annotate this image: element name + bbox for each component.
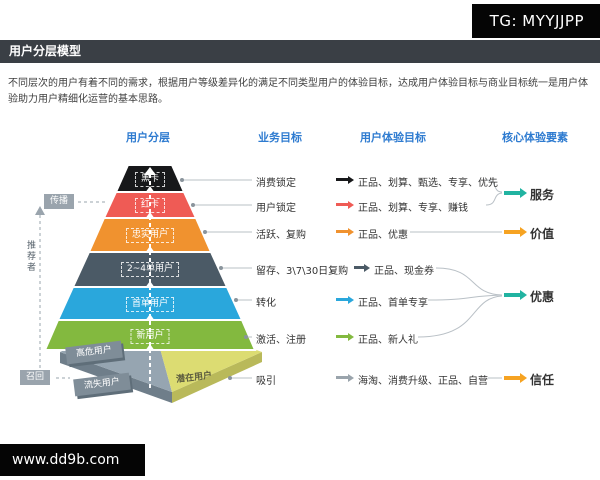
core-arrow-icon [504, 376, 520, 380]
side-label-recall: 召回 [20, 370, 51, 385]
intro-paragraph: 不同层次的用户有着不同的需求，根据用户等级差异化的满足不同类型用户的体验目标，达… [8, 78, 588, 105]
flow-arrow-icon [354, 266, 364, 269]
business-goal: 激活、注册 [256, 335, 306, 346]
flow-row-active-repurchase: 活跃、复购 正品、优惠 [0, 226, 600, 241]
business-goal: 活跃、复购 [256, 230, 306, 241]
ux-goal: 海淘、消费升级、正品、自营 [358, 376, 488, 387]
column-header-core: 核心体验要素 [502, 131, 568, 144]
ux-goal: 正品、首单专享 [358, 298, 428, 309]
flow-arrow-icon [336, 376, 348, 379]
business-goal: 吸引 [256, 376, 276, 387]
core-label: 信任 [530, 373, 555, 387]
business-goal: 用户锁定 [256, 203, 296, 214]
layer-connectors [182, 179, 252, 379]
flow-row-lock-user: 用户锁定 正品、划算、专享、赚钱 [0, 199, 600, 214]
flow-arrow-icon [336, 298, 348, 301]
connector-dots [180, 178, 248, 380]
base-right-edge [172, 352, 262, 403]
core-arrow-icon [504, 191, 520, 195]
layer-label-first-order: 首单用户 [125, 297, 175, 312]
page-title: 用户分层模型 [9, 44, 82, 58]
ux-goal: 正品、新人礼 [358, 335, 418, 346]
core-label: 服务 [530, 188, 555, 202]
pyramid-layer-black-card [114, 164, 186, 193]
core-arrow-icon [504, 293, 520, 297]
core-label: 价值 [530, 227, 555, 241]
column-header-layers: 用户分层 [126, 131, 170, 144]
page-header: 用户分层模型 [0, 40, 600, 63]
telegram-watermark: TG: MYYJJPP [471, 4, 600, 38]
core-brackets [410, 179, 503, 379]
column-header-business: 业务目标 [258, 131, 302, 144]
recall-loop-arrowhead-icon [35, 206, 45, 215]
side-label-recommender: 推荐者 [25, 240, 35, 273]
side-label-spread: 传播 [44, 194, 75, 209]
ux-goal: 正品、划算、甄选、专享、优先 [358, 178, 498, 189]
growth-arrow-icon [144, 167, 156, 388]
ux-goal: 正品、优惠 [358, 230, 408, 241]
flow-row-activation: 激活、注册 正品、新人礼 [0, 331, 600, 346]
core-label: 优惠 [530, 290, 555, 304]
layer-label-2-4-orders: 2~4单用户 [121, 262, 179, 277]
flow-arrow-icon [336, 203, 348, 206]
column-header-ux: 用户体验目标 [360, 131, 426, 144]
flow-arrow-icon [336, 335, 348, 338]
core-arrow-icon [504, 230, 520, 234]
layer-label-red-card: 红卡 [134, 198, 166, 213]
business-goal: 转化 [256, 298, 276, 309]
recall-loop [39, 201, 108, 379]
ux-goal: 正品、划算、专享、赚钱 [358, 203, 468, 214]
flow-row-attraction: 吸引 海淘、消费升级、正品、自营 [0, 372, 600, 387]
flow-arrow-icon [336, 230, 348, 233]
ux-goal: 正品、现金券 [374, 266, 434, 277]
flow-arrow-icon [336, 178, 348, 181]
site-watermark: www.dd9b.com [0, 444, 146, 476]
business-goal: 留存、3\7\30日复购 [256, 266, 349, 277]
layer-label-loyal: 忠实用户 [125, 228, 175, 243]
flow-row-conversion: 转化 正品、首单专享 [0, 294, 600, 309]
flow-row-retention: 留存、3\7\30日复购 正品、现金券 [0, 262, 600, 277]
layer-label-new-users: 新用户 [130, 329, 170, 344]
layer-label-black-card: 黑卡 [134, 172, 166, 187]
business-goal: 消费锁定 [256, 178, 296, 189]
flow-row-lock-consumption: 消费锁定 正品、划算、甄选、专享、优先 [0, 174, 600, 189]
